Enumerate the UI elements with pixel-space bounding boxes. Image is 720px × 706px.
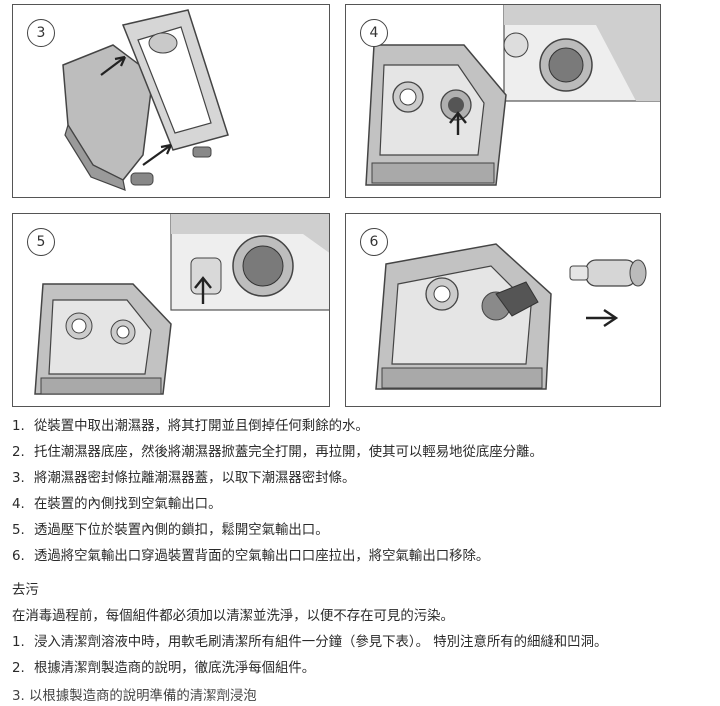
remove-air-outlet-illustration [375, 243, 647, 390]
cut-off-line: 3. 以根據製造商的說明準備的清潔劑浸泡 [12, 689, 257, 704]
step-number-badge: 5 [27, 228, 55, 256]
section-intro: 在消毒過程前，每個組件都必須加以清潔並洗淨，以便不存在可見的污染。 [12, 609, 454, 624]
step-number-badge: 4 [360, 19, 388, 47]
clean-step-item: 2.根據清潔劑製造商的說明，徹底洗淨每個組件。 [12, 661, 316, 676]
step-number-badge: 3 [27, 19, 55, 47]
section-title: 去污 [12, 583, 39, 598]
illustration-panel-5: 5 [12, 213, 330, 407]
device-air-outlet-illustration [365, 5, 660, 186]
clean-step-item: 1.浸入清潔劑溶液中時，用軟毛刷清潔所有組件一分鐘（參見下表）。 特別注意所有的… [12, 635, 608, 650]
step-item: 2.托住潮濕器底座，然後將潮濕器掀蓋完全打開，再拉開，使其可以輕易地從底座分離。 [12, 445, 543, 460]
step-item: 6.透過將空氣輸出口穿過裝置背面的空氣輸出口口座拉出，將空氣輸出口移除。 [12, 549, 490, 564]
step-item: 3.將潮濕器密封條拉離潮濕器蓋，以取下潮濕器密封條。 [12, 471, 356, 486]
step-item: 1.從裝置中取出潮濕器，將其打開並且倒掉任何剩餘的水。 [12, 419, 369, 434]
step-number-badge: 6 [360, 228, 388, 256]
step-item: 5.透過壓下位於裝置內側的鎖扣，鬆開空氣輸出口。 [12, 523, 329, 538]
illustration-panel-3: 3 [12, 4, 330, 198]
step-item: 4.在裝置的內側找到空氣輸出口。 [12, 497, 222, 512]
humidifier-lid-open-illustration [62, 9, 229, 191]
release-latch-illustration [34, 214, 329, 395]
illustration-panel-6: 6 [345, 213, 661, 407]
illustration-panel-4: 4 [345, 4, 661, 198]
